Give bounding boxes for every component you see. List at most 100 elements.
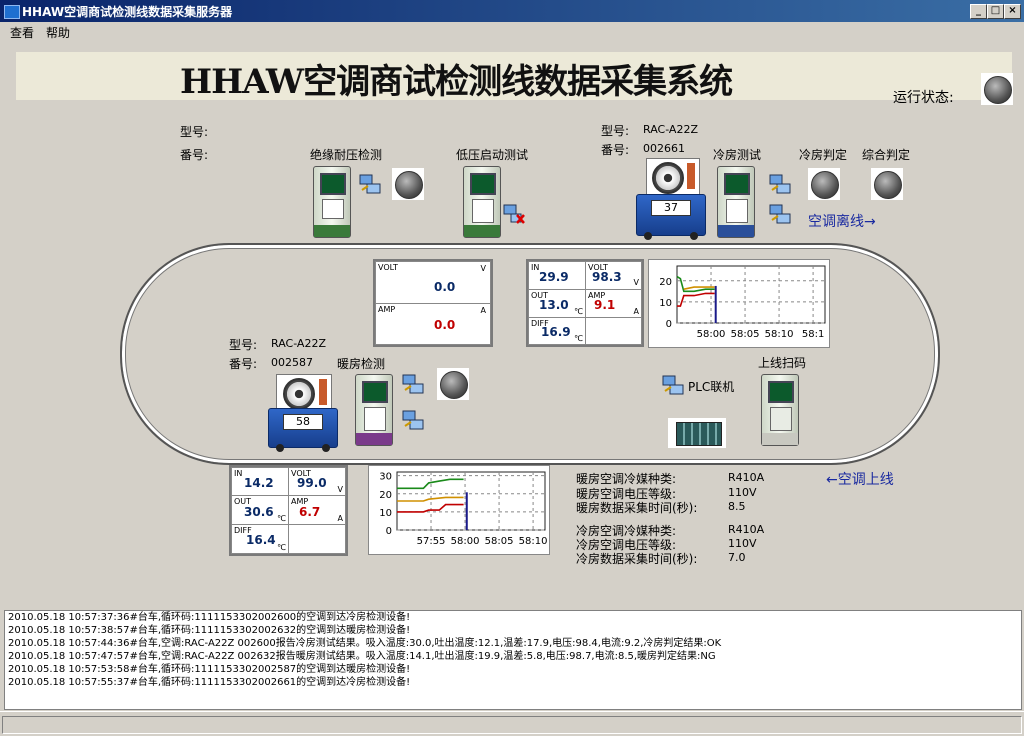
series-line <box>397 496 464 502</box>
cooling-time-label: 冷房数据采集时间(秒): <box>576 552 698 566</box>
heating-amp: 6.7 <box>299 505 321 519</box>
x-tick-label: 58:05 <box>485 536 514 547</box>
run-status-label: 运行状态: <box>893 90 954 106</box>
cart-37[interactable]: 37 <box>636 194 706 236</box>
heating-volt: 99.0 <box>297 476 327 490</box>
banner: HHAW空调商试检测线数据采集系统 <box>16 52 1012 102</box>
plc-label: PLC联机 <box>688 380 735 394</box>
network-connected-icon <box>402 410 424 430</box>
x-tick-label: 58:10 <box>765 329 794 340</box>
insulation-station-label: 绝缘耐压检测 <box>310 148 383 162</box>
log-line: 2010.05.18 10:57:47:57#台车,空调:RAC-A22Z 00… <box>8 651 716 662</box>
log-line: 2010.05.18 10:57:37:36#台车,循环码:1111153302… <box>8 612 411 623</box>
heating-refrigerant-label: 暖房空调冷媒种类: <box>576 472 677 486</box>
bottom-left-serial-label: 番号: <box>229 357 258 371</box>
series-line <box>676 275 715 293</box>
heating-time-label: 暖房数据采集时间(秒): <box>576 501 698 515</box>
heating-station-label: 暖房检测 <box>337 357 386 371</box>
heating-out-temp: 30.6 <box>244 505 274 519</box>
menu-help[interactable]: 帮助 <box>46 26 71 40</box>
y-tick-label: 10 <box>659 298 672 309</box>
top-left-serial-label: 番号: <box>180 148 209 162</box>
log-line: 2010.05.18 10:57:44:36#台车,空调:RAC-A22Z 00… <box>8 638 722 649</box>
conveyor-track <box>120 243 940 465</box>
cart-number: 37 <box>651 200 691 216</box>
plc-icon[interactable] <box>668 418 726 448</box>
cooling-device-icon[interactable] <box>717 166 755 238</box>
heating-in-temp: 14.2 <box>244 476 274 490</box>
series-line <box>397 478 464 490</box>
y-tick-label: 20 <box>379 490 392 501</box>
minimize-button[interactable]: _ <box>970 4 987 19</box>
menu-bar: 查看 帮助 <box>0 22 1024 40</box>
run-status-lamp-box <box>981 73 1013 105</box>
cooling-volt: 98.3 <box>592 270 622 284</box>
scan-station-label: 上线扫码 <box>758 356 807 370</box>
menu-view[interactable]: 查看 <box>10 26 35 40</box>
overall-judge-label: 综合判定 <box>862 148 911 162</box>
y-tick-label: 20 <box>659 277 672 288</box>
bottom-left-serial: 002587 <box>271 356 313 369</box>
cart-58[interactable]: 58 <box>268 408 338 448</box>
insulation-device-icon[interactable] <box>313 166 351 238</box>
top-right-model: RAC-A22Z <box>643 123 698 136</box>
run-status-lamp <box>984 76 1012 104</box>
overall-judge-lamp-box <box>871 168 903 200</box>
low-voltage-amp: 0.0 <box>434 318 456 332</box>
low-voltage-station-label: 低压启动测试 <box>456 148 529 162</box>
low-voltage-volt: 0.0 <box>434 280 456 294</box>
heating-device-icon[interactable] <box>355 374 393 446</box>
cooling-refrigerant: R410A <box>728 523 765 536</box>
network-connected-icon <box>662 375 684 395</box>
x-tick-label: 58:10 <box>519 536 548 547</box>
series-line <box>683 286 715 290</box>
cart-number: 58 <box>283 414 323 430</box>
x-tick-label: 57:55 <box>417 536 446 547</box>
low-voltage-device-icon[interactable] <box>463 166 501 238</box>
heating-refrigerant: R410A <box>728 471 765 484</box>
x-tick-label: 58:00 <box>451 536 480 547</box>
event-log[interactable]: 2010.05.18 10:57:37:36#台车,循环码:1111153302… <box>4 610 1022 710</box>
series-line <box>397 503 464 513</box>
cooling-voltage-label: 冷房空调电压等级: <box>576 538 677 552</box>
y-tick-label: 0 <box>386 526 392 537</box>
offline-arrow-label: 空调离线→ <box>808 214 876 230</box>
network-connected-icon <box>769 174 791 194</box>
fan-icon <box>283 378 315 410</box>
maximize-button[interactable]: □ <box>987 4 1004 19</box>
y-tick-label: 30 <box>379 472 392 483</box>
cooling-refrigerant-label: 冷房空调冷媒种类: <box>576 524 677 538</box>
cooling-voltage: 110V <box>728 537 757 550</box>
cooling-judge-lamp-box <box>808 168 840 200</box>
top-right-serial: 002661 <box>643 142 685 155</box>
cooling-in-temp: 29.9 <box>539 270 569 284</box>
bottom-left-model: RAC-A22Z <box>271 337 326 350</box>
close-button[interactable]: × <box>1004 4 1021 19</box>
overall-judge-lamp <box>874 171 902 199</box>
insulation-lamp <box>395 171 423 199</box>
top-left-model-label: 型号: <box>180 125 209 139</box>
bottom-left-model-label: 型号: <box>229 338 258 352</box>
scan-device-icon[interactable] <box>761 374 799 446</box>
cooling-diff-temp: 16.9 <box>541 325 571 339</box>
title-bar[interactable]: HHAW空调商试检测线数据采集服务器 _ □ × <box>0 0 1024 22</box>
x-tick-label: 58:1 <box>802 329 824 340</box>
app-icon <box>4 5 20 19</box>
network-connected-icon <box>359 174 381 194</box>
heating-lamp <box>440 371 468 399</box>
series-line <box>677 292 715 307</box>
cooling-out-temp: 13.0 <box>539 298 569 312</box>
status-bar <box>0 711 1024 736</box>
cooling-time: 7.0 <box>728 551 746 564</box>
log-line: 2010.05.18 10:57:55:37#台车,循环码:1111153302… <box>8 677 411 688</box>
cooling-station-label: 冷房测试 <box>713 148 762 162</box>
heating-time: 8.5 <box>728 500 746 513</box>
heating-voltage: 110V <box>728 486 757 499</box>
insulation-lamp-box <box>392 168 424 200</box>
network-connected-icon <box>402 374 424 394</box>
x-tick-label: 58:00 <box>697 329 726 340</box>
heating-lamp-box <box>437 368 469 400</box>
